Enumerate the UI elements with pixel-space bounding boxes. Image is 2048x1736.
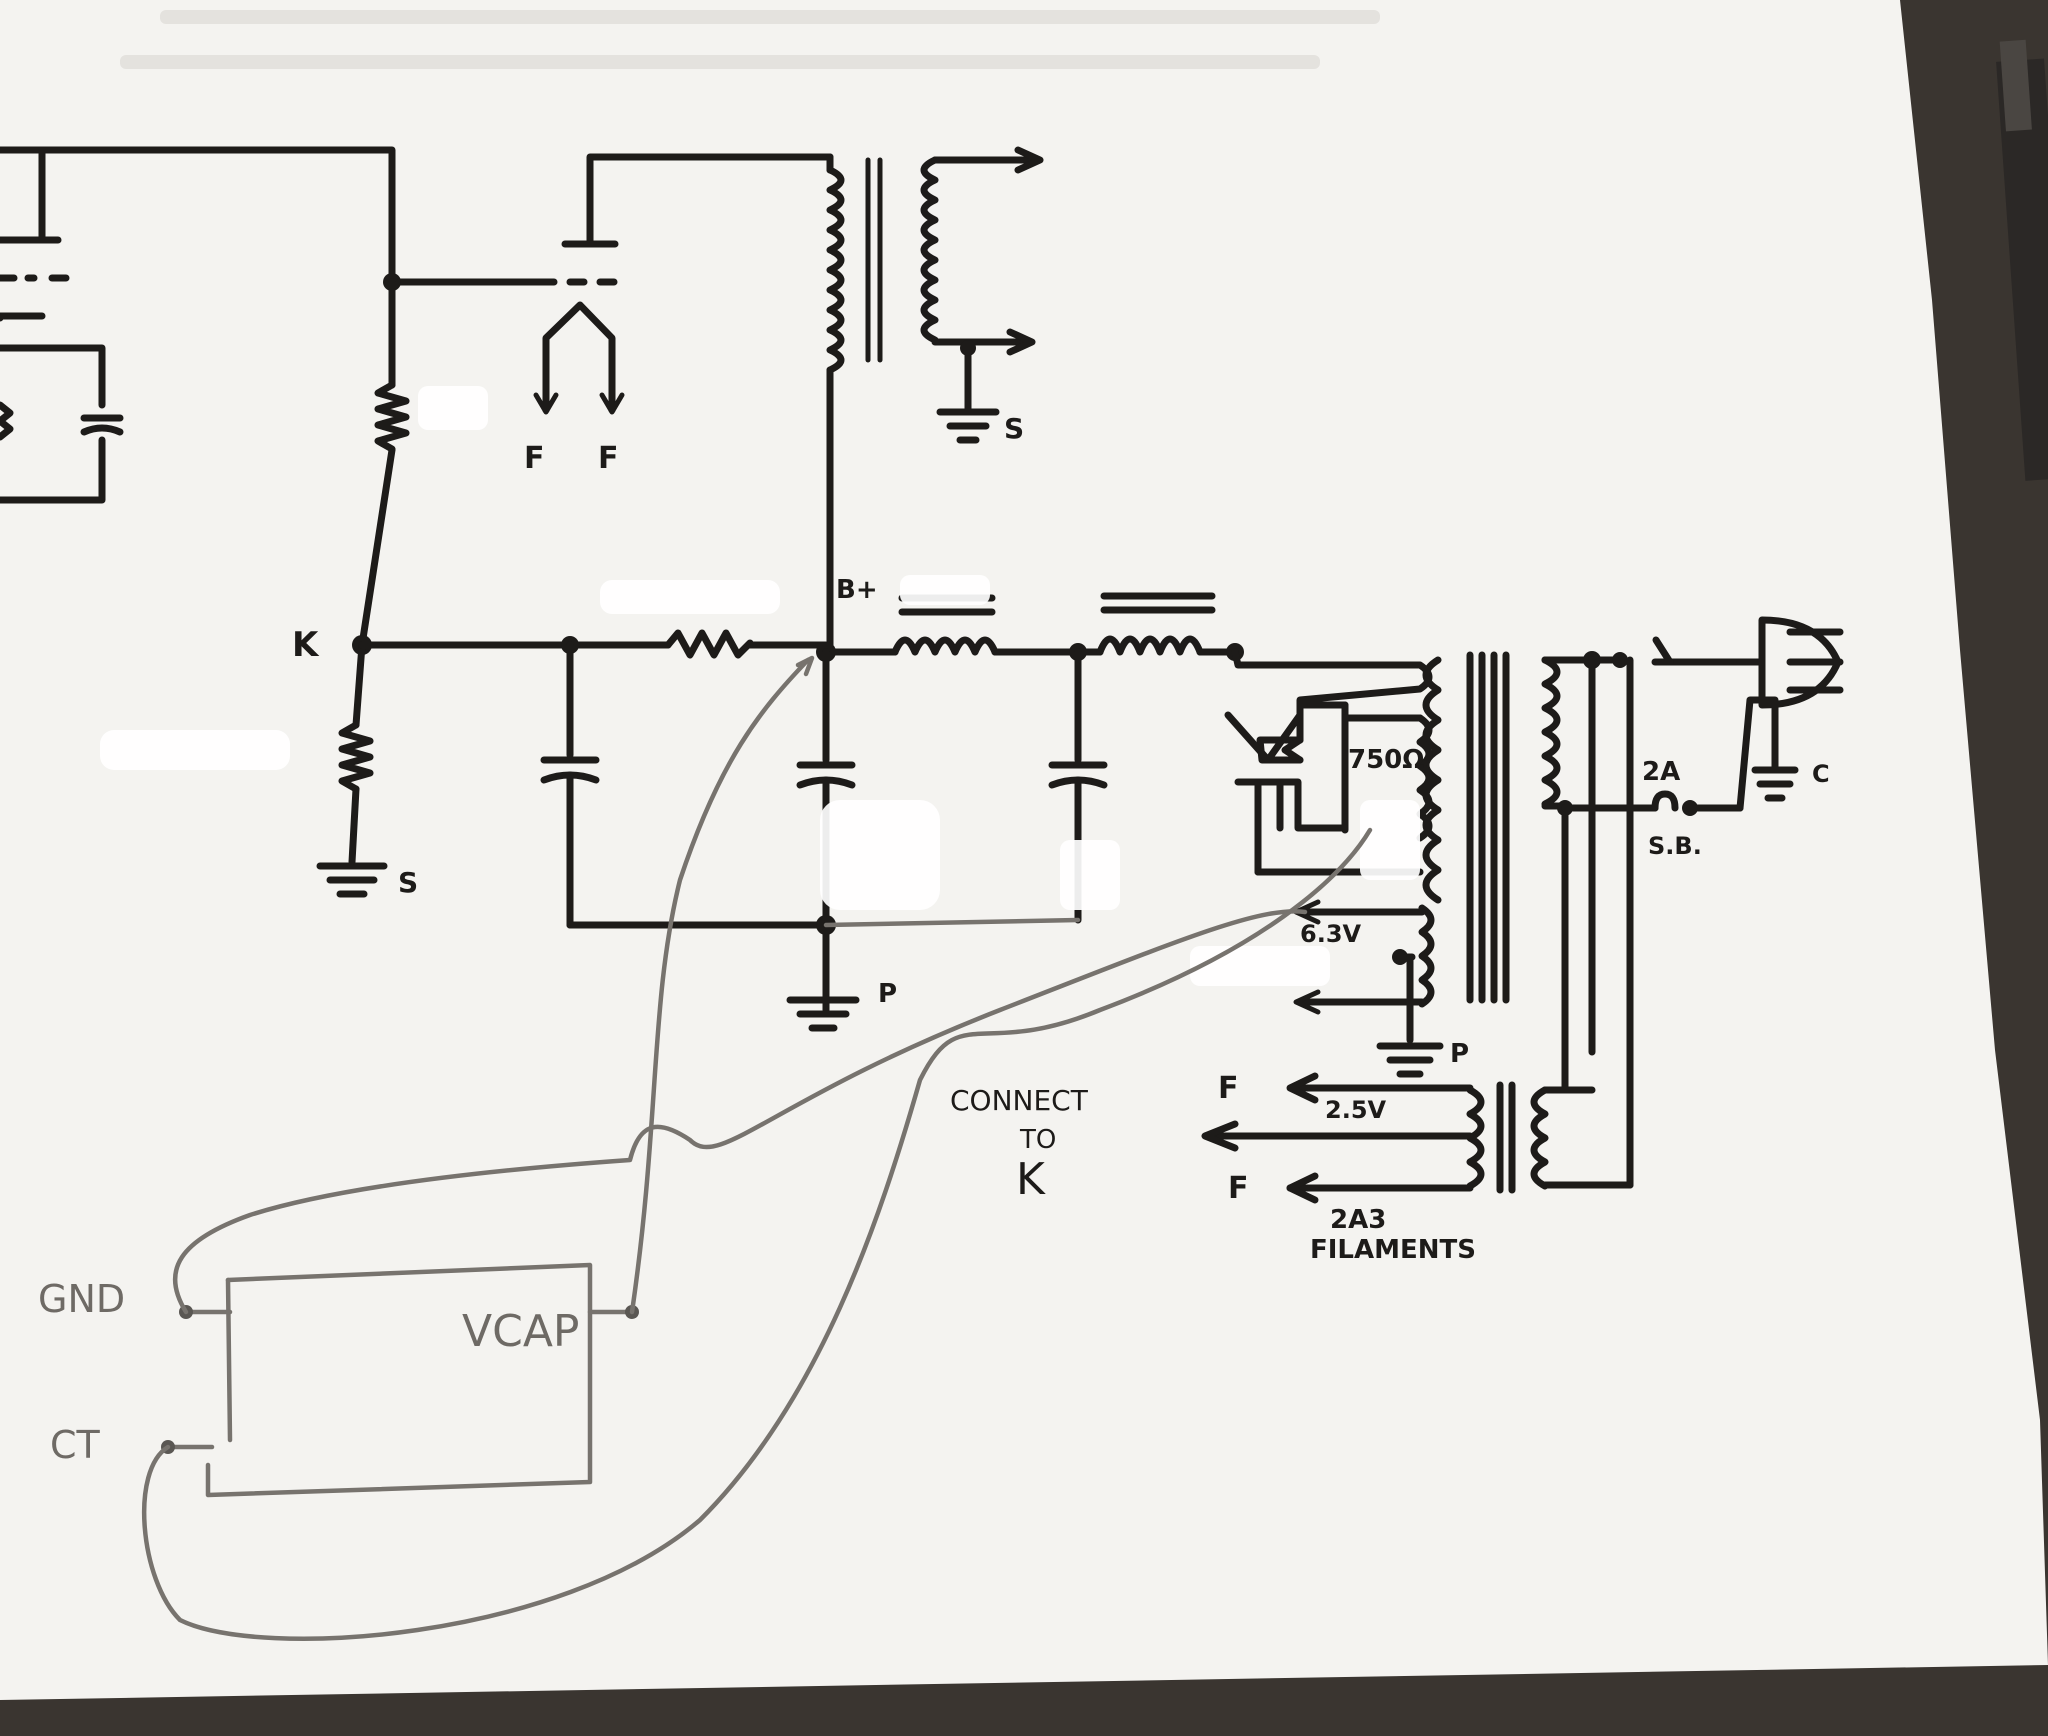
paper-sheet: [0, 0, 2048, 1700]
output-tube-symbol: [383, 153, 834, 415]
filament-label-f-lower: F: [1228, 1171, 1249, 1206]
filaments-label: FILAMENTS: [1310, 1235, 1476, 1265]
cathode-resistor-network: [316, 278, 410, 898]
ground-label-p-main: P: [1450, 1039, 1469, 1069]
node-label-k: K: [292, 625, 320, 665]
gnd-label: GND: [38, 1277, 125, 1321]
cathode-ground-label-s: S: [398, 866, 418, 899]
pencil-wiring: [142, 655, 1373, 1641]
vcap-module: [161, 1262, 639, 1498]
note-k: K: [1016, 1154, 1046, 1205]
fuse-rating-label: 2A: [1642, 757, 1680, 787]
output-transformer-symbol: [826, 146, 1044, 654]
vcap-label: VCAP: [462, 1306, 579, 1357]
speaker-ground-label-s: S: [1004, 412, 1024, 445]
fuse-type-label: S.B.: [1648, 832, 1702, 860]
winding-label-6-3v: 6.3V: [1300, 920, 1362, 948]
filament-label-f-upper: F: [1218, 1071, 1239, 1106]
filament-label-f-left: F: [524, 441, 545, 476]
bleed-through-text: [120, 10, 1380, 69]
note-connect: CONNECT: [950, 1084, 1089, 1117]
correction-fluid-marks: [100, 386, 1420, 986]
top-left-circuit: [0, 146, 396, 504]
tube-type-label: 2A3: [1330, 1205, 1386, 1235]
plug-ground-label-c: C: [1812, 760, 1830, 788]
note-to: TO: [1019, 1125, 1056, 1155]
winding-label-2-5v: 2.5V: [1325, 1096, 1387, 1124]
b-plus-label: B+: [836, 575, 878, 605]
resistor-label-750: 750Ω: [1348, 745, 1424, 775]
filament-label-f-right: F: [598, 441, 619, 476]
ground-label-p-lower: P: [878, 979, 897, 1009]
ct-label: CT: [50, 1423, 101, 1467]
pen-icon: [1996, 39, 2048, 481]
